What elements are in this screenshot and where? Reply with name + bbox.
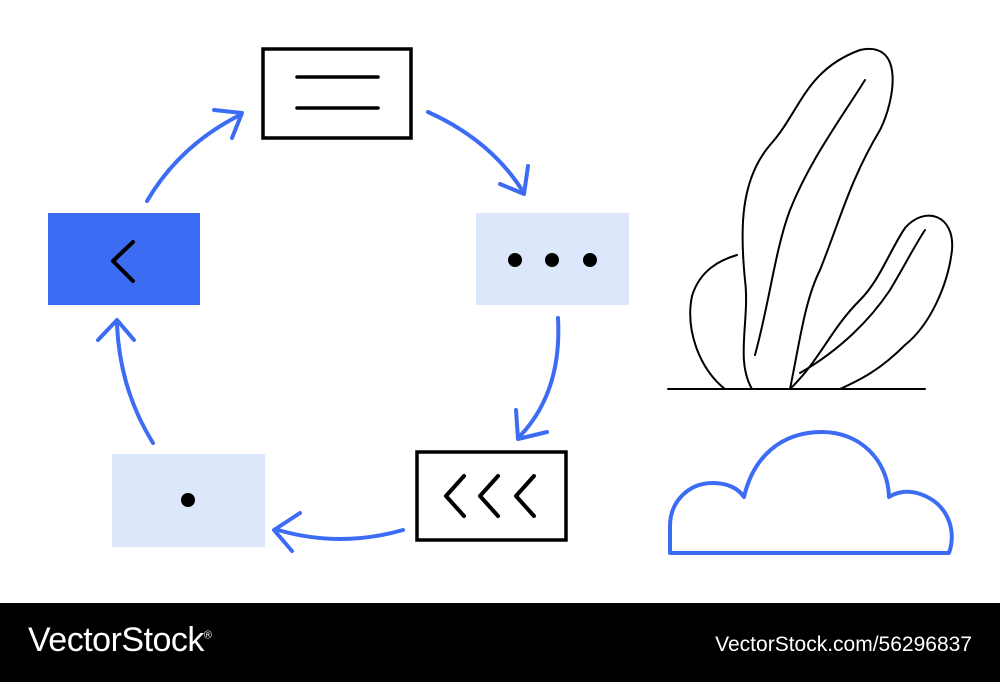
cycle-box-menu [261,47,413,140]
cloud-icon [668,430,954,555]
arrow-icon [514,316,561,441]
cycle-box-more [476,213,629,305]
brand-logo: VectorStock® [28,621,212,660]
dot-icon [181,493,195,507]
footer-bar: VectorStock® VectorStock.com/56296837 [0,603,1000,682]
arrow-icon [96,318,155,445]
ellipsis-icon [508,253,597,267]
arrow-icon [145,108,244,203]
chevron-left-icon [111,240,135,283]
image-credit: VectorStock.com/56296837 [715,633,972,656]
arrow-icon [272,511,405,553]
cycle-arrows [96,108,561,553]
cycle-box-back [48,213,200,305]
registered-mark: ® [203,629,212,642]
cycle-box-dot [112,454,265,547]
cycle-box-rewind [415,450,568,542]
menu-lines-icon [295,75,380,110]
triple-chevron-left-icon [444,474,536,518]
brand-name: VectorStock [28,621,204,659]
arrow-icon [426,110,530,196]
illustration-canvas [48,47,954,555]
leaf-plant-icon [667,47,954,390]
